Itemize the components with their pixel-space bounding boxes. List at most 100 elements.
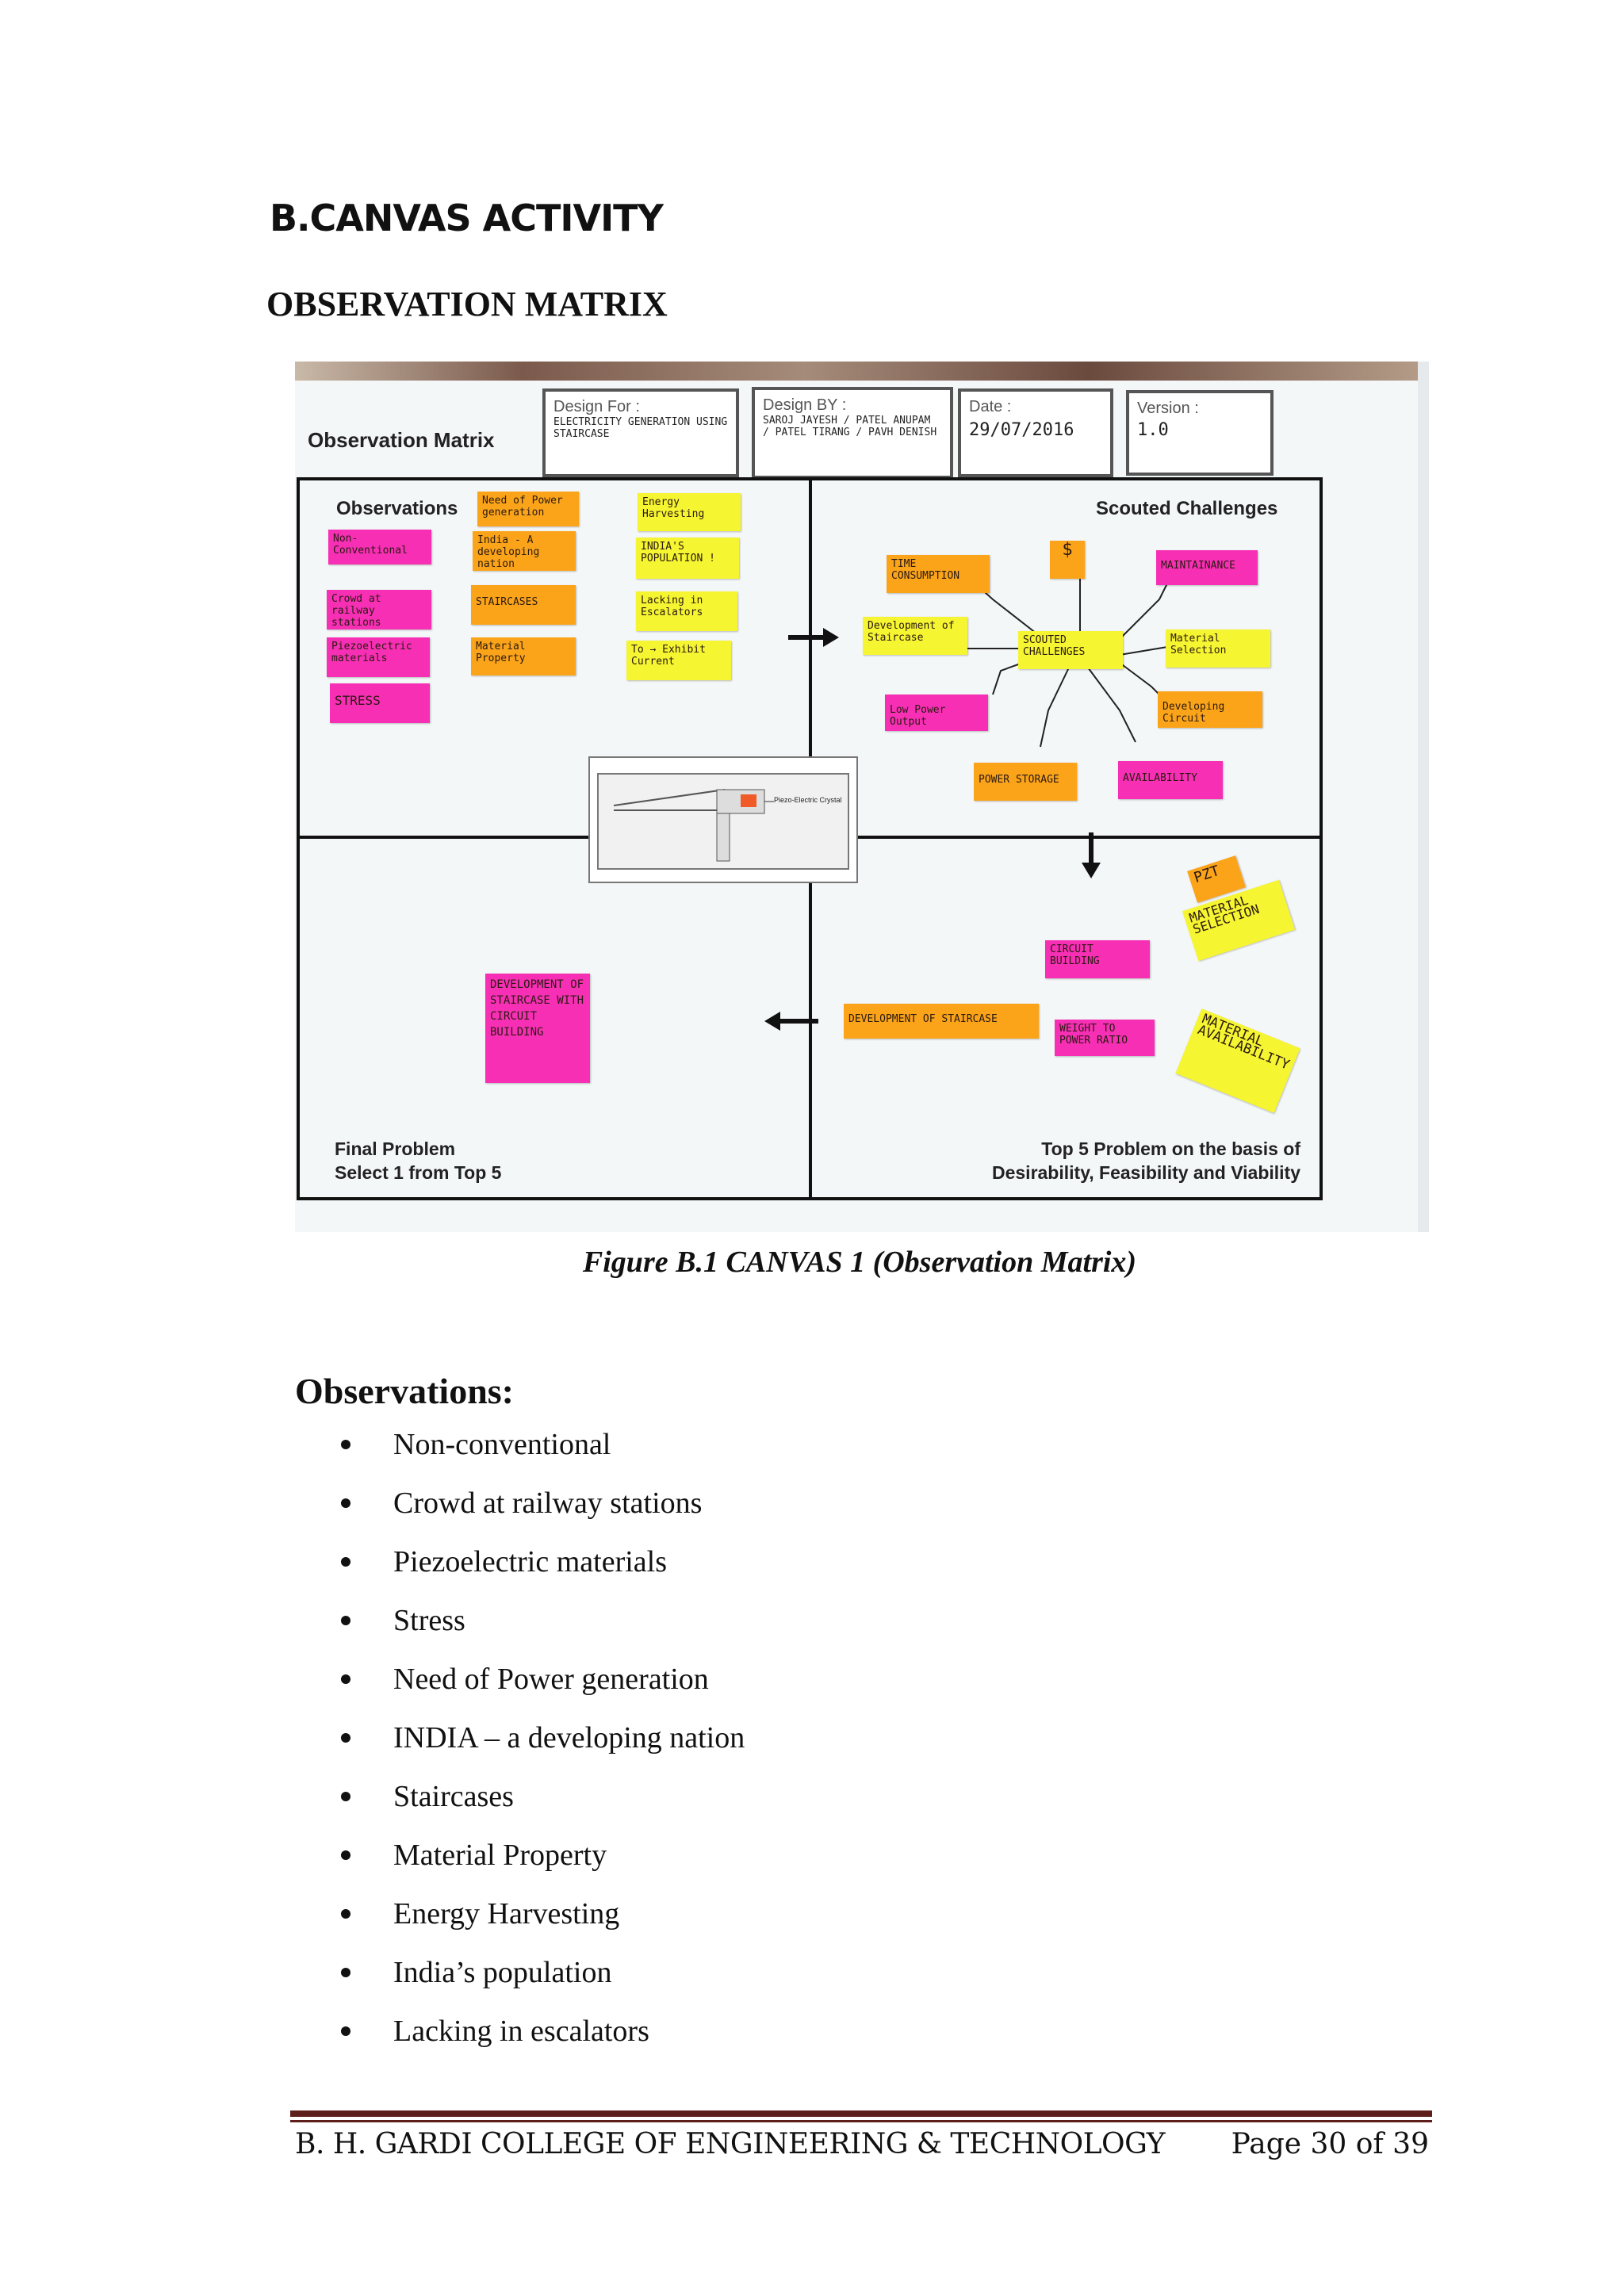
diagram-beam xyxy=(613,789,726,806)
observations-heading: Observations: xyxy=(295,1371,514,1411)
bullet-icon xyxy=(341,1616,350,1625)
challenge-note: Development of Staircase xyxy=(863,617,967,655)
version-box: Version : 1.0 xyxy=(1126,390,1274,476)
top5-label: Top 5 Problem on the basis of xyxy=(1041,1138,1300,1159)
list-item: Crowd at railway stations xyxy=(341,1483,745,1541)
matrix-title: Observation Matrix xyxy=(308,428,495,452)
piezo-crystal-block xyxy=(741,794,756,807)
observation-note: INDIA'S POPULATION ! xyxy=(636,538,739,579)
bullet-icon xyxy=(341,1850,350,1860)
challenge-note: SCOUTED CHALLENGES xyxy=(1018,631,1123,669)
top5-quadrant xyxy=(809,836,1323,1200)
photo-right-edge xyxy=(1418,362,1429,1232)
bullet-icon xyxy=(341,2026,350,2036)
challenge-note: Low Power Output xyxy=(885,695,988,731)
observation-note: STAIRCASES xyxy=(471,585,576,625)
list-item-text: Stress xyxy=(393,1604,465,1637)
top5-sub: Desirability, Feasibility and Viability xyxy=(991,1162,1300,1183)
list-item-text: Crowd at railway stations xyxy=(393,1487,703,1520)
observation-note: Material Property xyxy=(471,637,576,675)
final-problem-note: DEVELOPMENT OF STAIRCASE WITH CIRCUIT BU… xyxy=(485,974,590,1083)
list-item: India’s population xyxy=(341,1952,745,2011)
bullet-icon xyxy=(341,1498,350,1508)
connector-line xyxy=(1119,583,1168,640)
design-by-label: Design BY : xyxy=(763,396,847,414)
list-item-text: INDIA – a developing nation xyxy=(393,1721,745,1755)
bullet-icon xyxy=(341,1792,350,1801)
observation-note: Energy Harvesting xyxy=(638,493,741,531)
observation-note: Need of Power generation xyxy=(477,492,579,526)
challenge-note: Developing Circuit xyxy=(1158,691,1262,728)
observations-list: Non-conventional Crowd at railway statio… xyxy=(341,1424,745,2069)
list-item-text: Energy Harvesting xyxy=(393,1897,620,1931)
observation-note: Crowd at railway stations xyxy=(327,590,431,629)
list-item-text: Need of Power generation xyxy=(393,1663,709,1696)
bullet-icon xyxy=(341,1733,350,1743)
version-value: 1.0 xyxy=(1137,420,1169,440)
design-by-value: SAROJ JAYESH / PATEL ANUPAM / PATEL TIRA… xyxy=(763,415,937,438)
challenge-note: AVAILABILITY xyxy=(1118,761,1223,799)
design-by-box: Design BY : SAROJ JAYESH / PATEL ANUPAM … xyxy=(752,387,953,479)
challenge-note: MAINTAINANCE xyxy=(1156,550,1258,585)
footer-rule-thin xyxy=(290,2120,1432,2122)
observation-note: Piezoelectric materials xyxy=(327,637,430,677)
list-item: Energy Harvesting xyxy=(341,1893,745,1952)
bullet-icon xyxy=(341,1674,350,1684)
diagram-pillar xyxy=(716,813,730,862)
connector-line xyxy=(1040,667,1070,748)
date-value: 29/07/2016 xyxy=(969,420,1074,440)
challenge-note: TIME CONSUMPTION xyxy=(887,555,990,593)
final-problem-label: Final Problem xyxy=(335,1138,456,1159)
photo-top-edge xyxy=(295,362,1429,381)
observation-note: STRESS xyxy=(330,683,430,723)
list-item-text: Material Property xyxy=(393,1839,607,1872)
observation-note: India - A developing nation xyxy=(473,531,576,571)
list-item-text: Lacking in escalators xyxy=(393,2015,649,2048)
list-item: Non-conventional xyxy=(341,1424,745,1483)
footer-rule-thick xyxy=(290,2110,1432,2117)
observations-label: Observations xyxy=(336,498,458,519)
challenge-note: Material Selection xyxy=(1166,629,1270,668)
list-item-text: India’s population xyxy=(393,1956,612,1989)
observation-note: Lacking in Escalators xyxy=(636,591,737,631)
sub-title: OBSERVATION MATRIX xyxy=(266,285,668,323)
date-box: Date : 29/07/2016 xyxy=(958,388,1113,477)
footer-page-number: Page 30 of 39 xyxy=(1231,2128,1429,2160)
challenge-note: $ xyxy=(1050,541,1085,579)
right-arrow-head xyxy=(823,628,839,647)
version-label: Version : xyxy=(1137,400,1199,417)
list-item-text: Piezoelectric materials xyxy=(393,1545,667,1578)
design-for-label: Design For : xyxy=(553,398,640,415)
list-item: Staircases xyxy=(341,1776,745,1835)
list-item: Need of Power generation xyxy=(341,1659,745,1717)
design-for-box: Design For : ELECTRICITY GENERATION USIN… xyxy=(542,388,739,477)
observation-note: To → Exhibit Current xyxy=(626,641,731,680)
final-problem-sub: Select 1 from Top 5 xyxy=(335,1162,502,1183)
bullet-icon xyxy=(341,1557,350,1567)
list-item-text: Non-conventional xyxy=(393,1428,611,1461)
list-item: INDIA – a developing nation xyxy=(341,1717,745,1776)
top5-note: WEIGHT TO POWER RATIO xyxy=(1055,1020,1155,1056)
bullet-icon xyxy=(341,1440,350,1449)
list-item: Stress xyxy=(341,1600,745,1659)
list-item: Material Property xyxy=(341,1835,745,1893)
list-item: Piezoelectric materials xyxy=(341,1541,745,1600)
figure-caption: Figure B.1 CANVAS 1 (Observation Matrix) xyxy=(582,1246,1137,1279)
staircase-diagram-svg xyxy=(597,773,849,870)
connector-line xyxy=(1087,667,1136,743)
design-for-value: ELECTRICITY GENERATION USING STAIRCASE xyxy=(553,416,728,440)
down-arrow-head xyxy=(1082,863,1101,878)
bullet-icon xyxy=(341,1909,350,1919)
bullet-icon xyxy=(341,1968,350,1977)
top5-note: CIRCUIT BUILDING xyxy=(1045,940,1150,978)
staircase-diagram: Piezo-Electric Crystal xyxy=(588,756,858,883)
top5-note: DEVELOPMENT OF STAIRCASE xyxy=(844,1004,1039,1039)
section-title: B.CANVAS ACTIVITY xyxy=(270,197,664,239)
list-item-text: Staircases xyxy=(393,1780,514,1813)
date-label: Date : xyxy=(969,398,1012,415)
footer-college: B. H. GARDI COLLEGE OF ENGINEERING & TEC… xyxy=(295,2128,1165,2160)
left-arrow-head xyxy=(764,1012,780,1031)
diagram-label: Piezo-Electric Crystal xyxy=(774,796,842,804)
canvas-photo: Observation Matrix Design For : ELECTRIC… xyxy=(295,362,1429,1232)
challenge-note: POWER STORAGE xyxy=(974,763,1077,801)
